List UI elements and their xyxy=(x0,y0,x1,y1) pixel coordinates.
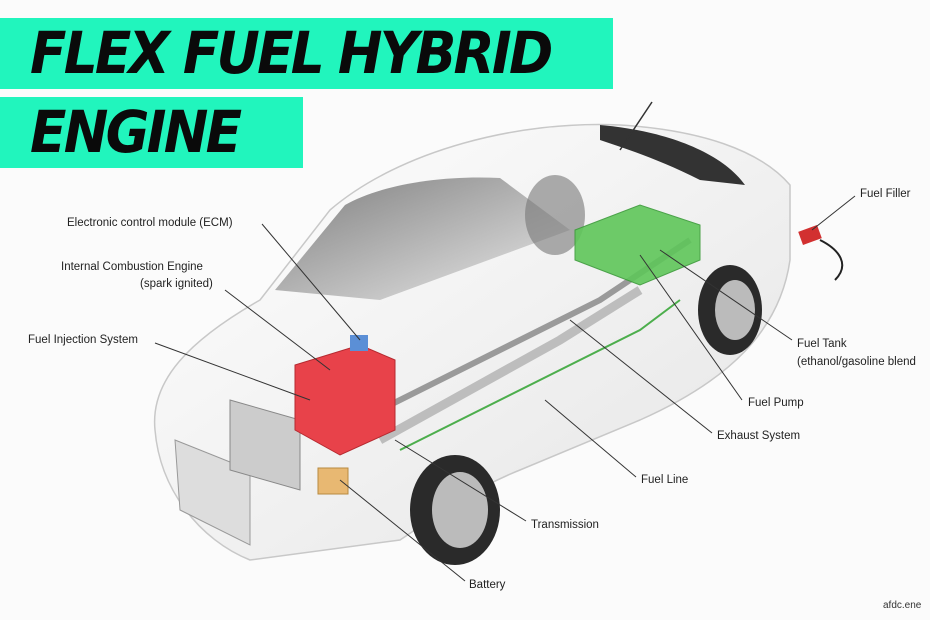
fuel-tank-shape xyxy=(574,204,701,286)
label-fuel-tank: Fuel Tank xyxy=(797,338,847,350)
label-ice: Internal Combustion Engine xyxy=(61,261,203,273)
title-line-1: FLEX FUEL HYBRID xyxy=(30,19,553,87)
title-bar-2 xyxy=(0,97,303,168)
rear-window xyxy=(600,125,745,185)
label-fuel-injection: Fuel Injection System xyxy=(28,334,138,346)
exhaust-pipe xyxy=(377,286,643,444)
label-exhaust: Exhaust System xyxy=(717,430,801,442)
fuel-line-green xyxy=(399,299,681,451)
battery-shape xyxy=(317,467,349,495)
fuel-nozzle-icon xyxy=(798,225,844,281)
radiator xyxy=(229,399,301,491)
leader-lines xyxy=(154,195,856,582)
label-ecm: Electronic control module (ECM) xyxy=(67,217,233,229)
windshield xyxy=(275,177,570,300)
label-fuel-pump: Fuel Pump xyxy=(748,397,804,409)
front-wheel xyxy=(410,455,500,565)
label-fuel-filler: Fuel Filler xyxy=(860,188,911,200)
rear-wheel xyxy=(698,265,762,355)
watermark: afdc.ene xyxy=(883,600,922,611)
label-battery: Battery xyxy=(469,579,506,591)
label-fuel-tank-sub: (ethanol/gasoline blend xyxy=(797,356,916,368)
title-bar-1 xyxy=(0,18,613,89)
label-ice-sub: (spark ignited) xyxy=(140,278,213,290)
label-fuel-line: Fuel Line xyxy=(641,474,689,486)
ecm-module xyxy=(350,335,368,351)
title-line-2: ENGINE xyxy=(30,98,242,166)
antenna xyxy=(619,101,653,151)
label-transmission: Transmission xyxy=(531,519,599,531)
rear-wheel-inner xyxy=(525,175,585,255)
